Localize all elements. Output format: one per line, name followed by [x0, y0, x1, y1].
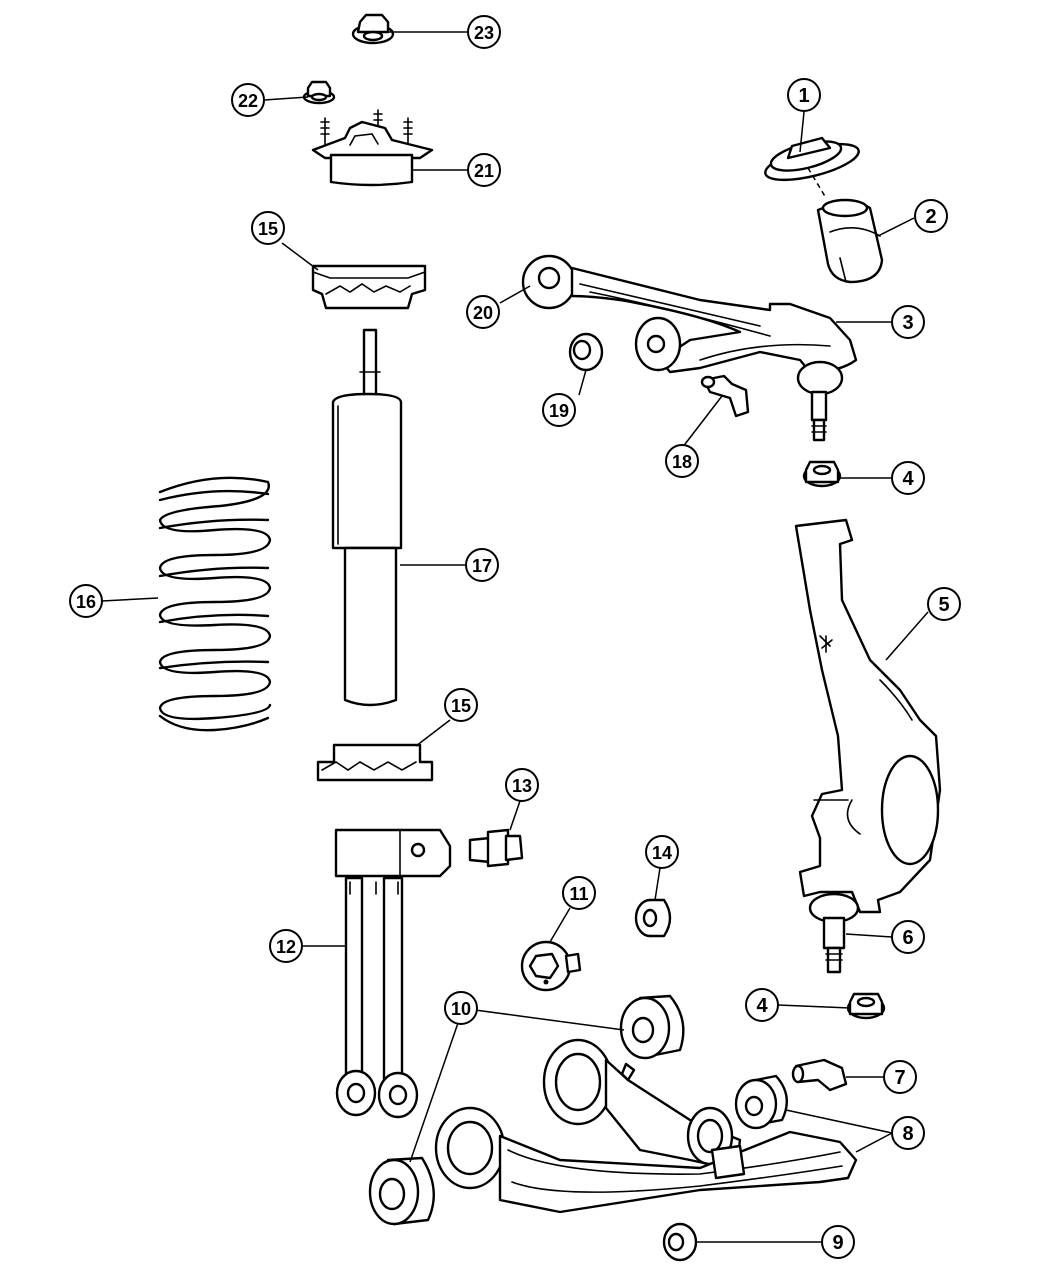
callout-label: 4 [902, 468, 914, 490]
callout-17: 17 [465, 548, 499, 582]
callout-15b: 15 [444, 688, 478, 722]
callout-8: 8 [891, 1116, 925, 1150]
callout-label: 22 [238, 91, 258, 111]
callout-16: 16 [69, 584, 103, 618]
callout-2: 2 [914, 199, 948, 233]
part-upper-arm-nut [568, 332, 604, 372]
callout-1: 1 [787, 78, 821, 112]
callout-label: 2 [925, 206, 936, 228]
callout-19: 19 [542, 393, 576, 427]
callout-label: 13 [512, 776, 532, 796]
callout-3: 3 [891, 305, 925, 339]
part-upper-control-arm [521, 254, 858, 442]
callout-5: 5 [927, 587, 961, 621]
callout-7: 7 [883, 1060, 917, 1094]
part-strut-mount [311, 109, 434, 187]
callout-label: 10 [451, 999, 471, 1019]
callout-9: 9 [821, 1225, 855, 1259]
part-bushing-small [634, 898, 672, 938]
part-link-bushing [468, 828, 524, 868]
callout-label: 4 [756, 995, 768, 1017]
callout-label: 15 [258, 219, 278, 239]
part-lower-arm-bushing-lower [368, 1156, 435, 1226]
part-stabilizer-link [334, 828, 452, 1119]
callout-4b: 4 [745, 988, 779, 1022]
callout-label: 11 [569, 884, 588, 904]
part-small-nut [302, 80, 336, 105]
part-jounce-bumper [816, 198, 884, 284]
part-ball-joint-nut-lower [846, 992, 886, 1020]
callout-label: 23 [474, 23, 494, 43]
callout-label: 18 [672, 452, 692, 472]
callout-label: 21 [474, 161, 494, 181]
callout-21: 21 [467, 153, 501, 187]
part-steering-knuckle [794, 518, 942, 914]
callout-label: 20 [473, 303, 493, 323]
part-ball-joint-nut-upper [802, 460, 842, 488]
callout-label: 15 [451, 696, 471, 716]
part-spring-isolator-upper [311, 264, 427, 310]
callout-14: 14 [645, 835, 679, 869]
part-coil-spring [158, 476, 272, 732]
callout-23: 23 [467, 15, 501, 49]
callout-label: 14 [652, 843, 672, 863]
part-dust-seal [764, 136, 860, 182]
callout-10: 10 [444, 991, 478, 1025]
part-lower-arm-bushing-upper [619, 994, 685, 1060]
callout-22: 22 [231, 83, 265, 117]
callout-20: 20 [466, 295, 500, 329]
part-spring-isolator-lower [316, 743, 434, 782]
callout-6: 6 [891, 920, 925, 954]
callout-label: 8 [902, 1123, 913, 1145]
callout-12: 12 [269, 929, 303, 963]
callout-label: 9 [832, 1232, 843, 1254]
part-height-sensor [700, 374, 750, 418]
callout-18: 18 [665, 444, 699, 478]
callout-label: 1 [798, 85, 809, 107]
callout-11: 11 [562, 876, 596, 910]
callout-label: 19 [549, 401, 569, 421]
callout-label: 6 [902, 927, 913, 949]
callout-13: 13 [505, 768, 539, 802]
part-cam-bolt [520, 940, 582, 992]
part-flange-nut-top [351, 13, 395, 45]
leader-lines [101, 31, 929, 1243]
callout-label: 5 [938, 594, 949, 616]
part-wheel-speed-sensor [791, 1058, 848, 1092]
callout-15a: 15 [251, 211, 285, 245]
callout-label: 17 [472, 556, 492, 576]
callout-label: 12 [276, 937, 296, 957]
part-shock-absorber [331, 328, 403, 707]
callout-label: 16 [76, 592, 96, 612]
callout-4a: 4 [891, 461, 925, 495]
part-lower-ball-joint [808, 892, 860, 974]
part-lower-arm-bushing-rear [734, 1074, 788, 1130]
part-lower-control-arm [434, 1038, 858, 1214]
part-lower-arm-nut [662, 1222, 698, 1262]
callout-label: 3 [902, 312, 913, 334]
callout-label: 7 [894, 1067, 905, 1089]
